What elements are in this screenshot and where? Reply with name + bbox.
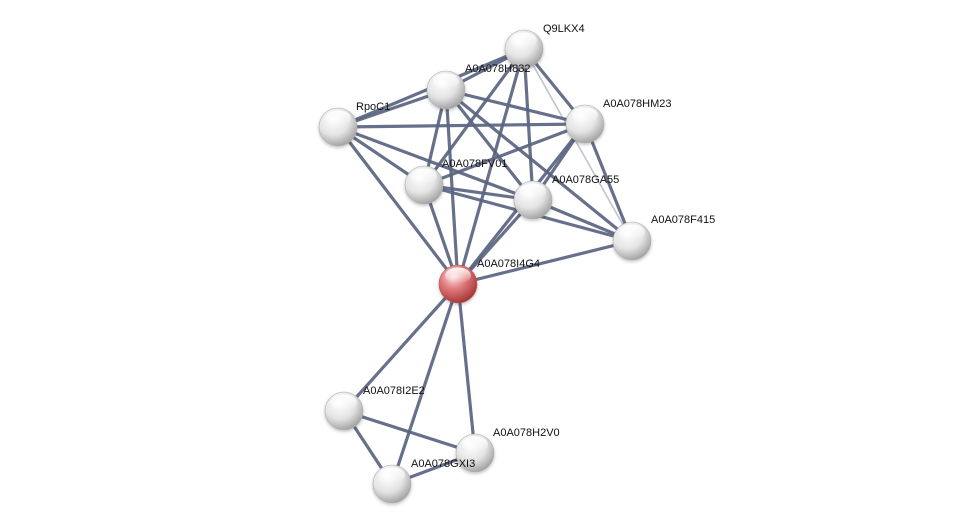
node-label: A0A078F415 bbox=[651, 214, 715, 226]
node-gloss bbox=[619, 224, 645, 241]
node-label: A0A078I4G4 bbox=[477, 258, 540, 270]
edge-rpoc1-a0a078i4g4[interactable] bbox=[336, 125, 460, 286]
node-gloss bbox=[325, 110, 351, 127]
node-rpoc1[interactable]: RpoC1 bbox=[318, 101, 390, 147]
edge-a0a078h832-a0a078f415[interactable] bbox=[444, 88, 634, 243]
node-gloss bbox=[433, 73, 459, 90]
edge-a0a078i4g4-a0a078gxi3[interactable] bbox=[390, 282, 460, 486]
node-gloss bbox=[411, 168, 437, 185]
node-a0a078f415[interactable]: A0A078F415 bbox=[612, 214, 715, 261]
node-a0a078hm23[interactable]: A0A078HM23 bbox=[565, 98, 672, 144]
node-label: A0A078H2V0 bbox=[493, 427, 560, 439]
node-label: RpoC1 bbox=[356, 101, 390, 113]
node-a0a078h2v0[interactable]: A0A078H2V0 bbox=[455, 427, 560, 473]
node-gloss bbox=[379, 467, 405, 484]
node-a0a078i2e2[interactable]: A0A078I2E2 bbox=[324, 385, 425, 431]
node-q9lkx4[interactable]: Q9LKX4 bbox=[504, 23, 585, 69]
edges-layer bbox=[336, 47, 634, 486]
edge-q9lkx4-a0a078f415[interactable] bbox=[523, 48, 633, 242]
node-gloss bbox=[572, 107, 598, 124]
node-gloss bbox=[331, 394, 357, 411]
edge-a0a078f415-a0a078i4g4[interactable] bbox=[456, 239, 634, 286]
edge-q9lkx4-a0a078i4g4[interactable] bbox=[456, 47, 526, 286]
edge-rpoc1-a0a078ga55[interactable] bbox=[336, 125, 535, 202]
edge-a0a078h832-a0a078ga55[interactable] bbox=[444, 88, 535, 202]
node-label: A0A078GA55 bbox=[552, 174, 619, 186]
node-gloss bbox=[520, 183, 546, 200]
node-a0a078ga55[interactable]: A0A078GA55 bbox=[513, 174, 619, 220]
edge-rpoc1-a0a078hm23[interactable] bbox=[336, 122, 587, 129]
node-label: A0A078HM23 bbox=[603, 98, 672, 110]
node-a0a078i4g4[interactable]: A0A078I4G4 bbox=[438, 258, 540, 304]
node-label: Q9LKX4 bbox=[543, 23, 585, 35]
node-label: A0A078FV01 bbox=[442, 158, 507, 170]
edge-a0a078i2e2-a0a078h2v0[interactable] bbox=[342, 409, 477, 455]
edge-q9lkx4-a0a078fv01[interactable] bbox=[422, 47, 526, 187]
node-a0a078h832[interactable]: A0A078H832 bbox=[426, 63, 530, 110]
node-gloss bbox=[511, 32, 537, 49]
node-gloss bbox=[445, 267, 471, 284]
node-a0a078fv01[interactable]: A0A078FV01 bbox=[404, 158, 507, 205]
edge-a0a078i4g4-a0a078h2v0[interactable] bbox=[456, 282, 477, 455]
node-label: A0A078I2E2 bbox=[363, 385, 425, 397]
node-gloss bbox=[462, 436, 488, 453]
node-label: A0A078GXI3 bbox=[411, 458, 475, 470]
edge-a0a078h832-a0a078hm23[interactable] bbox=[444, 88, 587, 126]
node-a0a078gxi3[interactable]: A0A078GXI3 bbox=[372, 458, 475, 504]
edge-a0a078hm23-a0a078f415[interactable] bbox=[583, 122, 634, 243]
node-label: A0A078H832 bbox=[465, 63, 530, 75]
edge-a0a078hm23-a0a078fv01[interactable] bbox=[422, 122, 587, 187]
edge-a0a078i4g4-a0a078i2e2[interactable] bbox=[342, 282, 460, 413]
edge-a0a078h832-a0a078i4g4[interactable] bbox=[444, 88, 460, 286]
